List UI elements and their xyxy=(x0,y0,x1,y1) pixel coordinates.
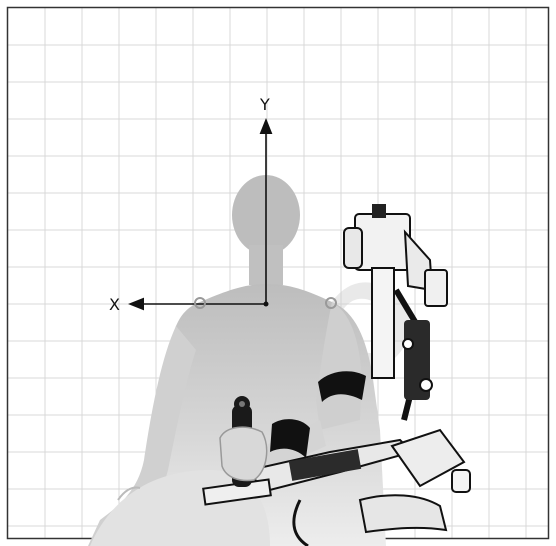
linkage-joint-upper xyxy=(403,339,413,349)
base-foot xyxy=(452,470,470,492)
vertical-support-column xyxy=(372,268,394,378)
y-axis-label: Y xyxy=(259,95,270,114)
gripping-hand xyxy=(220,427,267,480)
linkage-joint xyxy=(420,379,432,391)
motor-cap xyxy=(344,228,362,268)
origin-point xyxy=(264,302,269,307)
side-motor-box xyxy=(425,270,447,306)
x-axis-label: X xyxy=(109,295,120,314)
top-actuator-housing xyxy=(355,214,410,270)
handle-knob-center xyxy=(239,401,245,407)
top-knob xyxy=(372,204,386,218)
